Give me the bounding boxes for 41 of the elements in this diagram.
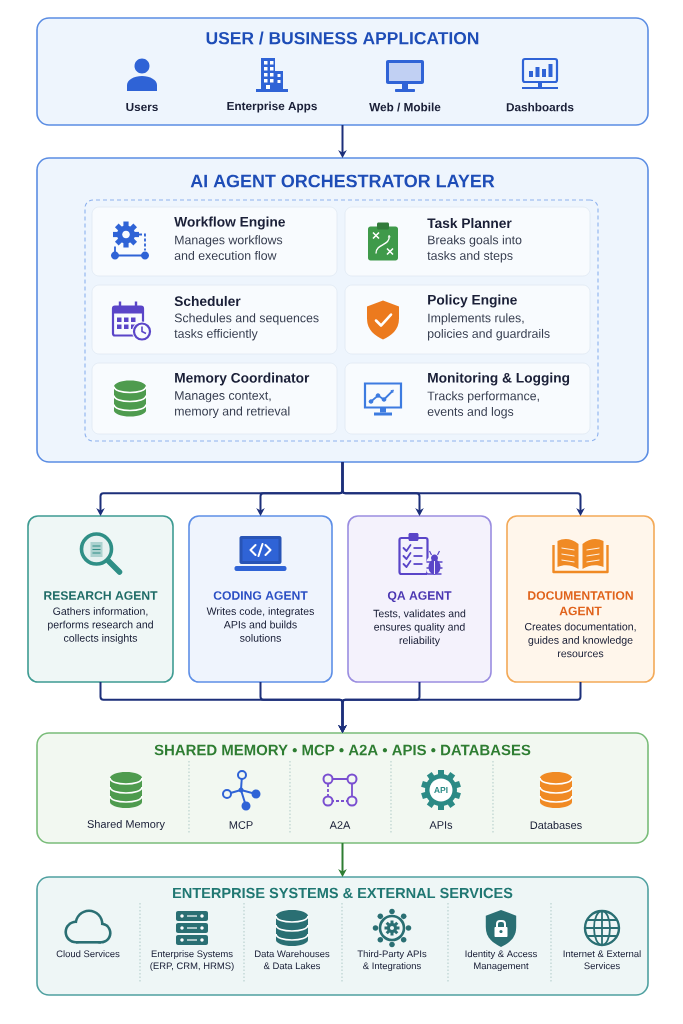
item-label: Shared Memory bbox=[87, 819, 165, 831]
item-label: APIs bbox=[429, 821, 453, 829]
item-label: Data Warehouses & Data Lakes bbox=[255, 950, 330, 970]
item-label: Identity & Access Management bbox=[465, 950, 537, 972]
icon-label: API bbox=[434, 787, 448, 793]
item-label: Web / Mobile bbox=[369, 102, 441, 112]
card-description: Tracks performance, events and logs bbox=[427, 391, 539, 419]
card-title: Workflow Engine bbox=[174, 216, 285, 230]
card-description: Manages workflows and execution flow bbox=[174, 235, 283, 260]
card-title: Scheduler bbox=[174, 295, 241, 307]
agent-description: Tests, validates and ensures quality and reliability bbox=[373, 609, 466, 647]
agent-description: Gathers information, performs research and collects insights bbox=[48, 607, 153, 644]
arrow bbox=[341, 461, 585, 516]
card-title: Task Planner bbox=[427, 217, 512, 229]
item-label: Users bbox=[126, 102, 158, 112]
card-description: Schedules and sequences tasks efficiently bbox=[174, 313, 319, 341]
agent-description: Writes code, integrates APIs and builds solutions bbox=[206, 607, 314, 642]
agent-title: DOCUMENTATION AGENT bbox=[528, 591, 633, 616]
card-description: Manages context, memory and retrieval bbox=[175, 391, 290, 418]
item-label: Enterprise Apps bbox=[227, 101, 317, 113]
card-title: Memory Coordinator bbox=[175, 372, 310, 386]
item-label: Dashboards bbox=[506, 102, 574, 112]
panel-title: SHARED MEMORY • MCP • A2A • APIS • DATABASES bbox=[154, 744, 531, 756]
agent-title: QA AGENT bbox=[387, 591, 452, 603]
panel-title: ENTERPRISE SYSTEMS & EXTERNAL SERVICES bbox=[173, 887, 513, 899]
item-label: A2A bbox=[329, 821, 351, 829]
item-label: Cloud Services bbox=[56, 950, 120, 958]
item-label: Databases bbox=[530, 821, 582, 830]
card-description: Implements rules, policies and guardrails bbox=[428, 313, 550, 341]
agent-description: Creates documentation, guides and knowledge resources bbox=[524, 622, 636, 658]
item-label: Internet & External Services bbox=[563, 950, 641, 970]
card-description: Breaks goals into tasks and steps bbox=[427, 235, 522, 263]
item-label: Third-Party APIs & Integrations bbox=[357, 950, 427, 972]
card-title: Monitoring & Logging bbox=[428, 372, 570, 386]
item-label: Enterprise Systems (ERP, CRM, HRMS) bbox=[150, 950, 234, 972]
agent-title: CODING AGENT bbox=[213, 591, 308, 600]
agent-title: RESEARCH AGENT bbox=[44, 591, 158, 600]
panel-title: USER / BUSINESS APPLICATION bbox=[206, 31, 479, 45]
item-label: MCP bbox=[229, 821, 253, 829]
panel-title: AI AGENT ORCHESTRATOR LAYER bbox=[190, 174, 495, 188]
card-title: Policy Engine bbox=[428, 294, 517, 308]
